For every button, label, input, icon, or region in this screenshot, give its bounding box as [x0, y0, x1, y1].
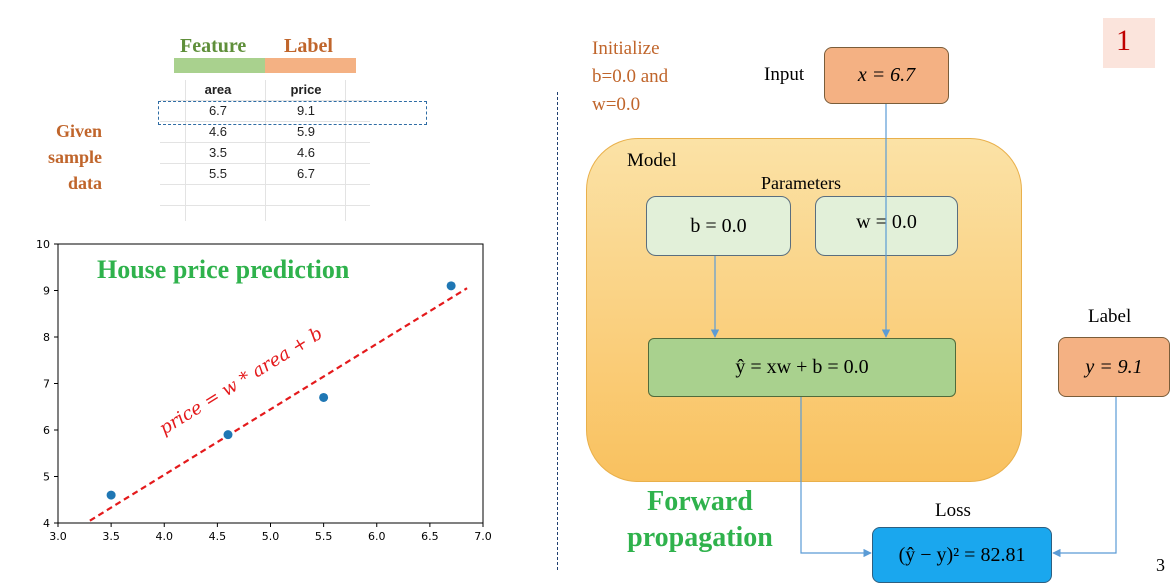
- y-tick-label: 8: [43, 331, 50, 344]
- step-number: 1: [1116, 24, 1131, 57]
- loss-label: Loss: [935, 500, 971, 521]
- caption-line: Given: [55, 121, 102, 141]
- init-line: b=0.0 and: [592, 66, 669, 87]
- y-tick-label: 4: [43, 517, 50, 530]
- label-header: Label: [284, 35, 333, 57]
- data-point: [106, 490, 116, 500]
- x-tick-label: 6.5: [421, 530, 439, 543]
- param-b-box: b = 0.0: [646, 196, 791, 256]
- arrow-prediction-to-loss: [800, 397, 872, 558]
- data-point: [446, 281, 456, 291]
- input-label: Input: [764, 64, 805, 85]
- selected-sample-highlight: [158, 101, 427, 125]
- x-tick-label: 5.5: [315, 530, 333, 543]
- label-title: Label: [1088, 306, 1132, 327]
- model-container: [586, 138, 1022, 482]
- price-cell: 5.9: [296, 124, 316, 139]
- price-cell: 4.6: [296, 145, 316, 160]
- label-y-box: y = 9.1: [1058, 337, 1170, 397]
- parameters-label: Parameters: [761, 173, 841, 193]
- data-point: [223, 430, 233, 440]
- y-tick-label: 10: [36, 238, 50, 251]
- loss-box: (ŷ − y)² = 82.81: [872, 527, 1052, 583]
- x-tick-label: 3.5: [102, 530, 120, 543]
- init-note: Initialize b=0.0 and w=0.0: [592, 35, 668, 119]
- forward-propagation-title: Forward propagation: [600, 484, 800, 556]
- area-cell: 3.5: [208, 145, 228, 160]
- feature-header: Feature: [180, 35, 247, 57]
- fit-line: [89, 287, 468, 522]
- x-tick-label: 5.0: [262, 530, 280, 543]
- page-number: 3: [1156, 555, 1165, 575]
- chart-title: House price prediction: [97, 255, 350, 284]
- input-x-box: x = 6.7: [824, 47, 949, 104]
- step-indicator: [1103, 18, 1155, 68]
- column-header-price: price: [290, 82, 322, 97]
- caption-line: sample: [48, 147, 102, 167]
- table-gridline: [185, 80, 186, 221]
- arrow-label-to-loss: [1052, 397, 1117, 558]
- forward-line: propagation: [627, 522, 773, 553]
- area-cell: 5.5: [208, 166, 228, 181]
- x-tick-label: 3.0: [49, 530, 67, 543]
- x-tick-label: 4.5: [209, 530, 227, 543]
- area-cell: 4.6: [208, 124, 228, 139]
- label-color-bar: [265, 58, 356, 73]
- param-b-value: b = 0.0: [690, 214, 747, 237]
- column-header-area: area: [204, 82, 232, 97]
- caption-line: data: [67, 173, 102, 193]
- table-gridline: [345, 80, 346, 221]
- forward-line: Forward: [647, 486, 753, 517]
- init-line: w=0.0: [592, 94, 641, 115]
- price-cell: 9.1: [296, 103, 316, 118]
- feature-color-bar: [174, 58, 265, 73]
- y-tick-label: 5: [43, 471, 50, 484]
- price-cell: 6.7: [296, 166, 316, 181]
- x-tick-label: 4.0: [156, 530, 174, 543]
- init-line: Initialize: [592, 38, 660, 59]
- model-label: Model: [627, 150, 677, 171]
- x-tick-label: 6.0: [368, 530, 386, 543]
- label-y-value: y = 9.1: [1085, 355, 1143, 378]
- data-point: [319, 392, 329, 402]
- given-sample-data-caption: Given sample data: [32, 118, 102, 196]
- table-gridline: [265, 80, 266, 221]
- sample-data-table: area price 6.7 9.1 4.6 5.9 3.5 4.6 5.5 6…: [160, 80, 370, 221]
- area-cell: 6.7: [208, 103, 228, 118]
- input-x-value: x = 6.7: [857, 64, 916, 86]
- prediction-box: ŷ = xw + b = 0.0: [648, 338, 956, 397]
- x-tick-label: 7.0: [474, 530, 492, 543]
- section-divider: [557, 92, 558, 570]
- loss-formula: (ŷ − y)² = 82.81: [898, 543, 1026, 566]
- y-tick-label: 7: [43, 378, 50, 391]
- y-tick-label: 9: [43, 285, 50, 298]
- prediction-formula: ŷ = xw + b = 0.0: [735, 356, 869, 378]
- y-tick-label: 6: [43, 424, 50, 437]
